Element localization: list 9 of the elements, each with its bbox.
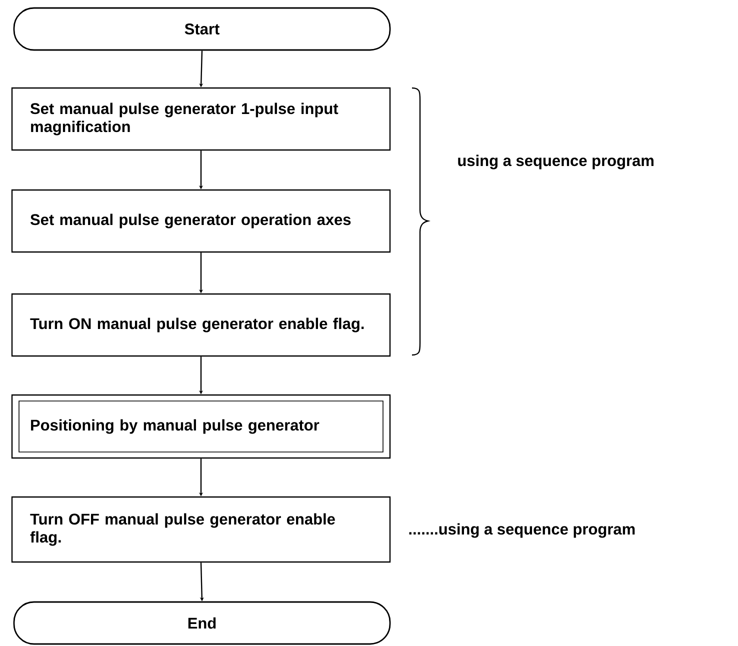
terminal-box: End — [13, 601, 391, 645]
process-box: Set manual pulse generator operation axes — [11, 189, 391, 253]
side-note: using a sequence program — [458, 154, 654, 170]
process-box: Turn ON manual pulse generator enable flag. — [11, 293, 391, 357]
predefined-process-box: Positioning by manual pulse generator — [11, 394, 391, 459]
side-note: .......using a sequence program — [409, 523, 635, 538]
process-box: Turn OFF manual pulse generator enable flag. — [11, 496, 391, 563]
process-box: Set manual pulse generator 1-pulse input magnification — [11, 87, 391, 151]
terminal-box: Start — [13, 7, 391, 51]
